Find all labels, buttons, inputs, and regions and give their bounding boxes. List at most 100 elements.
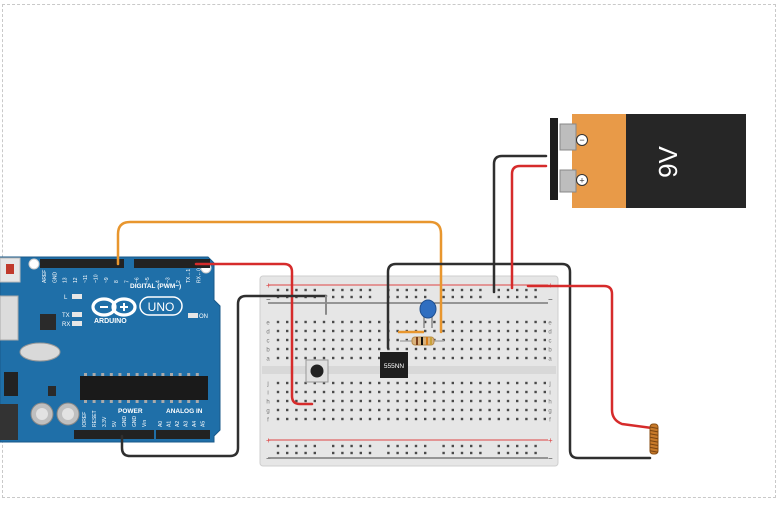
rail-hole[interactable] — [451, 451, 454, 455]
terminal-hole[interactable] — [341, 390, 344, 394]
terminal-hole[interactable] — [460, 417, 464, 421]
rail-hole[interactable] — [368, 295, 372, 299]
terminal-hole[interactable] — [460, 381, 464, 385]
rail-hole[interactable] — [396, 295, 399, 299]
rail-hole[interactable] — [525, 451, 528, 455]
rail-hole[interactable] — [276, 288, 280, 292]
terminal-hole[interactable] — [451, 417, 454, 421]
terminal-hole[interactable] — [332, 417, 335, 421]
rail-hole[interactable] — [506, 288, 510, 292]
terminal-hole[interactable] — [322, 329, 326, 333]
terminal-hole[interactable] — [470, 320, 473, 324]
terminal-hole[interactable] — [424, 320, 427, 324]
terminal-hole[interactable] — [368, 320, 372, 324]
rail-hole[interactable] — [442, 444, 445, 448]
terminal-hole[interactable] — [470, 356, 473, 360]
terminal-hole[interactable] — [276, 417, 280, 421]
wire-battery-positive[interactable] — [510, 164, 548, 290]
rail-hole[interactable] — [516, 451, 519, 455]
terminal-hole[interactable] — [350, 338, 353, 342]
rail-hole[interactable] — [525, 444, 528, 448]
terminal-hole[interactable] — [534, 408, 537, 412]
terminal-hole[interactable] — [525, 408, 528, 412]
wires[interactable] — [116, 154, 654, 460]
rail-hole[interactable] — [359, 295, 362, 299]
rail-hole[interactable] — [387, 444, 390, 448]
terminal-hole[interactable] — [470, 347, 473, 351]
terminal-hole[interactable] — [368, 390, 372, 394]
rail-hole[interactable] — [295, 444, 298, 448]
terminal-hole[interactable] — [424, 399, 427, 403]
rail-hole[interactable] — [424, 451, 427, 455]
terminal-hole[interactable] — [276, 399, 280, 403]
terminal-hole[interactable] — [276, 338, 280, 342]
terminal-hole[interactable] — [424, 329, 427, 333]
terminal-hole[interactable] — [332, 329, 335, 333]
terminal-hole[interactable] — [322, 408, 326, 412]
terminal-hole[interactable] — [295, 417, 298, 421]
rail-hole[interactable] — [534, 444, 537, 448]
terminal-hole[interactable] — [295, 356, 298, 360]
terminal-hole[interactable] — [451, 329, 454, 333]
terminal-hole[interactable] — [359, 329, 362, 333]
terminal-hole[interactable] — [543, 347, 546, 351]
terminal-hole[interactable] — [313, 356, 316, 360]
rail-hole[interactable] — [350, 288, 353, 292]
rail-hole[interactable] — [460, 295, 464, 299]
rail-hole[interactable] — [368, 444, 372, 448]
terminal-hole[interactable] — [405, 417, 408, 421]
terminal-hole[interactable] — [479, 320, 482, 324]
terminal-hole[interactable] — [359, 381, 362, 385]
terminal-hole[interactable] — [322, 381, 326, 385]
terminal-hole[interactable] — [341, 320, 344, 324]
terminal-hole[interactable] — [479, 356, 482, 360]
terminal-hole[interactable] — [368, 399, 372, 403]
push-button-cap[interactable] — [310, 364, 324, 378]
terminal-hole[interactable] — [405, 338, 408, 342]
rail-hole[interactable] — [479, 451, 482, 455]
digital-header-left[interactable] — [40, 259, 124, 268]
terminal-hole[interactable] — [488, 338, 491, 342]
digital-header-right[interactable] — [134, 259, 210, 268]
terminal-hole[interactable] — [488, 320, 491, 324]
terminal-hole[interactable] — [433, 390, 436, 394]
rail-hole[interactable] — [470, 444, 473, 448]
terminal-hole[interactable] — [295, 347, 298, 351]
terminal-hole[interactable] — [304, 417, 307, 421]
terminal-hole[interactable] — [460, 329, 464, 333]
terminal-hole[interactable] — [543, 356, 546, 360]
terminal-hole[interactable] — [424, 347, 427, 351]
terminal-hole[interactable] — [516, 408, 519, 412]
terminal-hole[interactable] — [534, 417, 537, 421]
terminal-hole[interactable] — [424, 417, 427, 421]
terminal-hole[interactable] — [341, 356, 344, 360]
terminal-hole[interactable] — [350, 320, 353, 324]
rail-hole[interactable] — [497, 444, 500, 448]
terminal-hole[interactable] — [525, 329, 528, 333]
terminal-hole[interactable] — [359, 417, 362, 421]
rail-hole[interactable] — [414, 444, 418, 448]
wire-black-gnd[interactable] — [120, 294, 328, 458]
rail-hole[interactable] — [304, 451, 307, 455]
terminal-hole[interactable] — [488, 381, 491, 385]
terminal-hole[interactable] — [313, 320, 316, 324]
terminal-hole[interactable] — [378, 417, 381, 421]
terminal-hole[interactable] — [525, 390, 528, 394]
terminal-hole[interactable] — [295, 320, 298, 324]
rail-hole[interactable] — [359, 288, 362, 292]
terminal-hole[interactable] — [304, 390, 307, 394]
terminal-hole[interactable] — [405, 408, 408, 412]
rail-hole[interactable] — [442, 288, 445, 292]
terminal-hole[interactable] — [396, 338, 399, 342]
rail-hole[interactable] — [295, 451, 298, 455]
rail-hole[interactable] — [359, 451, 362, 455]
terminal-hole[interactable] — [442, 408, 445, 412]
terminal-hole[interactable] — [276, 329, 280, 333]
terminal-hole[interactable] — [433, 381, 436, 385]
terminal-hole[interactable] — [460, 338, 464, 342]
terminal-hole[interactable] — [451, 390, 454, 394]
terminal-hole[interactable] — [516, 417, 519, 421]
battery-9v[interactable]: − + 9V — [550, 114, 746, 208]
terminal-hole[interactable] — [488, 347, 491, 351]
